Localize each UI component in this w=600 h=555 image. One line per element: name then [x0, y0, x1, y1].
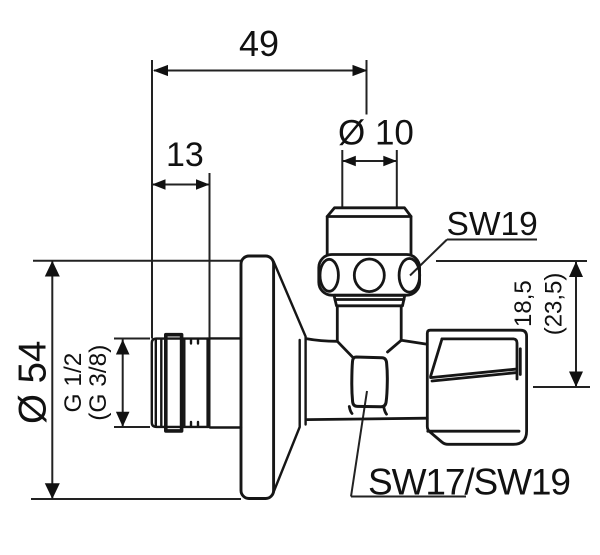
- svg-text:Ø 10: Ø 10: [338, 114, 414, 153]
- svg-text:18,5: 18,5: [510, 280, 537, 327]
- svg-text:Ø 54: Ø 54: [12, 341, 55, 424]
- svg-text:49: 49: [239, 23, 279, 64]
- svg-text:(23,5): (23,5): [541, 273, 568, 336]
- svg-text:(G 3/8): (G 3/8): [85, 345, 112, 421]
- svg-text:13: 13: [166, 136, 204, 174]
- svg-text:SW19: SW19: [447, 206, 538, 243]
- svg-text:SW17/SW19: SW17/SW19: [368, 462, 570, 503]
- svg-text:G 1/2: G 1/2: [60, 353, 87, 413]
